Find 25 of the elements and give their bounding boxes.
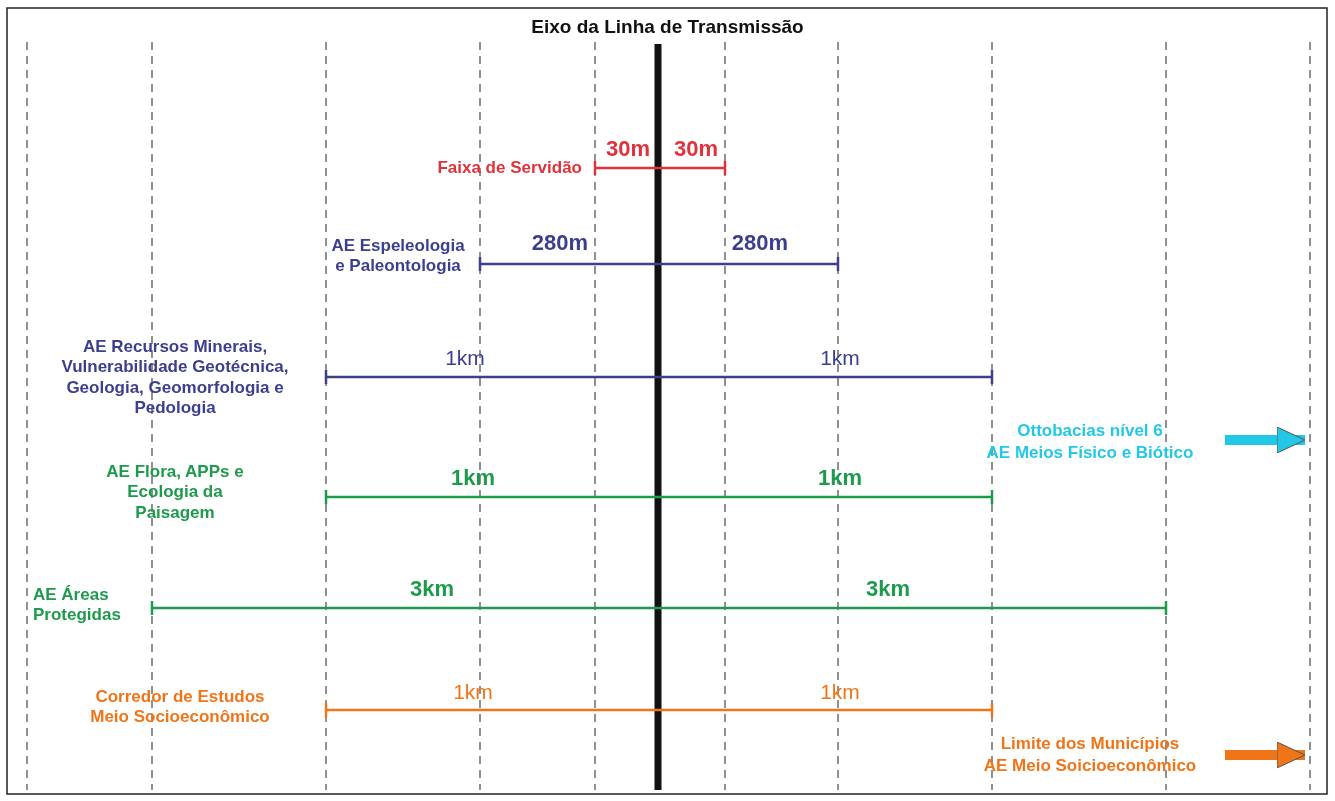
zone-label: AE Espeleologia e Paleontologia xyxy=(330,236,466,277)
zone-label: Faixa de Servidão xyxy=(436,158,582,179)
dimension-label: 1km xyxy=(819,345,861,371)
dimension-label: 1km xyxy=(444,345,486,371)
zone-label: AE Flora, APPs e Ecologia da Paisagem xyxy=(105,462,245,524)
dimension-label: 280m xyxy=(530,230,590,257)
dimension-label: 3km xyxy=(864,576,911,603)
diagram-title: Eixo da Linha de Transmissão xyxy=(530,16,805,38)
dimension-label: 1km xyxy=(449,465,496,492)
zone-label: AE Áreas Protegidas xyxy=(33,585,122,626)
zone-label: AE Meio Soicioeconômico xyxy=(982,755,1198,778)
dimension-label: 3km xyxy=(408,576,455,603)
dimension-label: 1km xyxy=(819,679,861,705)
dimension-label: 280m xyxy=(730,230,790,257)
zone-label: Corredor de Estudos Meio Socioeconômico xyxy=(89,687,271,728)
arrow xyxy=(1225,426,1306,454)
zone-label: Ottobacias nível 6 xyxy=(1016,420,1164,442)
arrow xyxy=(1225,741,1306,769)
dimension-label: 30m xyxy=(672,136,719,163)
zone-label: Limite dos Municípios xyxy=(999,733,1181,755)
zone-label: AE Recursos Minerais, Vulnerabilidade Geotécnica, Geologia, Geomorfologia e Pedologia xyxy=(60,337,290,419)
dimension-label: 30m xyxy=(604,136,651,163)
zone-label: AE Meios Físico e Biótico xyxy=(985,442,1195,465)
dimension-label: 1km xyxy=(816,465,863,492)
dimension-label: 1km xyxy=(452,679,494,705)
